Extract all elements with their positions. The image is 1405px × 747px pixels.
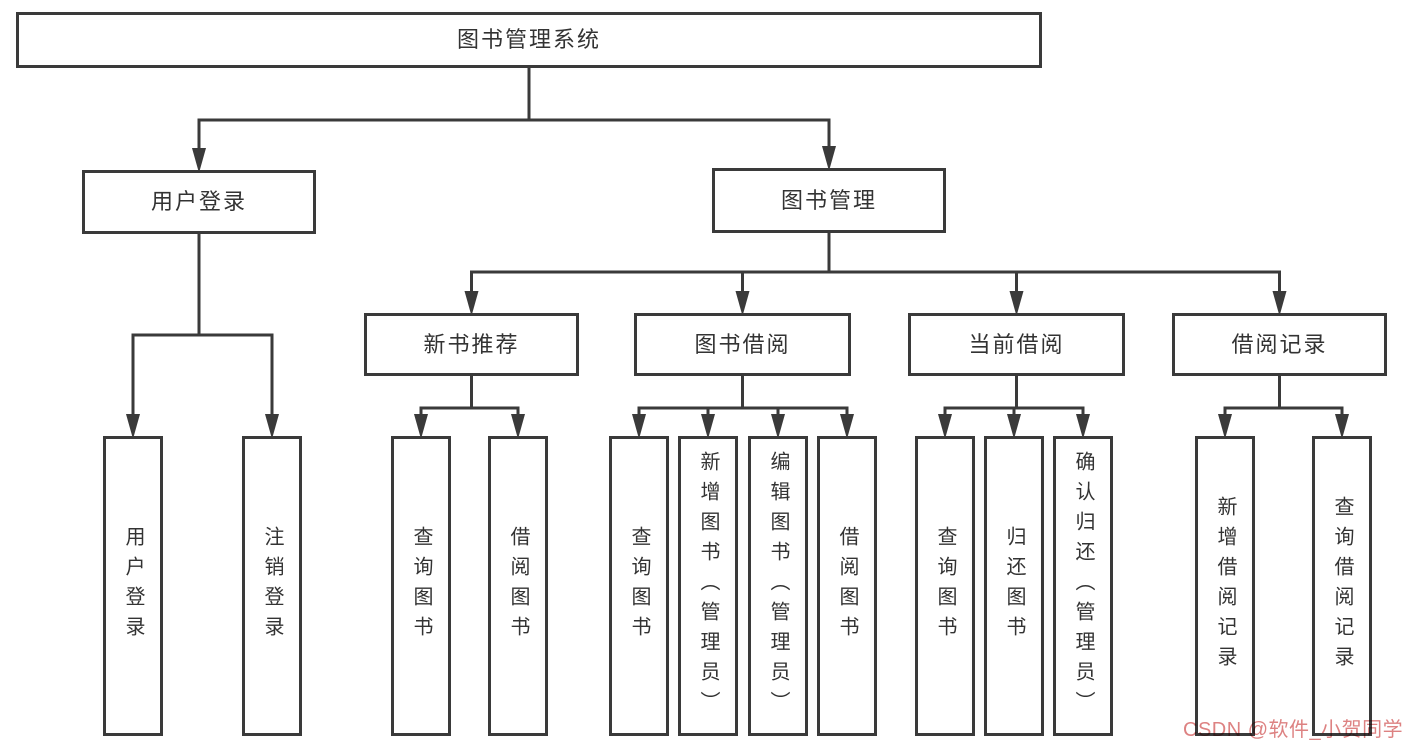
arrowhead xyxy=(771,414,785,439)
arrowhead xyxy=(1009,291,1024,316)
node-leaf-return-book: 归还图书 xyxy=(984,436,1044,736)
arrowhead xyxy=(1007,414,1021,439)
connector-path xyxy=(637,373,849,421)
node-leaf-add-book-admin: 新增图书（管理员） xyxy=(678,436,738,736)
arrowhead xyxy=(126,414,140,439)
arrowhead xyxy=(192,148,206,173)
connector-path xyxy=(470,230,1281,298)
node-book-borrow: 图书借阅 xyxy=(634,313,851,376)
node-leaf-borrow-book-rec: 借阅图书 xyxy=(488,436,548,736)
node-leaf-query-borrow-record: 查询借阅记录 xyxy=(1312,436,1372,736)
arrowhead xyxy=(632,414,646,439)
node-leaf-borrow-book: 借阅图书 xyxy=(817,436,877,736)
node-user-login: 用户登录 xyxy=(82,170,316,234)
arrowhead xyxy=(938,414,952,439)
node-leaf-query-book-current: 查询图书 xyxy=(915,436,975,736)
arrowhead xyxy=(1218,414,1232,439)
arrowhead xyxy=(1272,291,1287,316)
node-leaf-query-book-borrow: 查询图书 xyxy=(609,436,669,736)
connector-path xyxy=(943,373,1085,421)
node-current-borrow: 当前借阅 xyxy=(908,313,1125,376)
arrowhead xyxy=(464,291,479,316)
node-borrow-records: 借阅记录 xyxy=(1172,313,1387,376)
arrowhead xyxy=(1335,414,1349,439)
node-leaf-query-book-rec: 查询图书 xyxy=(391,436,451,736)
arrowhead xyxy=(840,414,854,439)
arrowhead xyxy=(1076,414,1090,439)
arrowhead xyxy=(414,414,428,439)
connector-path xyxy=(419,373,520,421)
arrowhead xyxy=(265,414,279,439)
node-leaf-user-login: 用户登录 xyxy=(103,436,163,736)
arrowhead xyxy=(822,146,836,171)
arrowhead xyxy=(735,291,750,316)
csdn-watermark: CSDN @软件_小贺同学 xyxy=(1183,719,1404,741)
node-new-book-rec: 新书推荐 xyxy=(364,313,579,376)
node-leaf-logout: 注销登录 xyxy=(242,436,302,736)
node-leaf-confirm-return-admin: 确认归还（管理员） xyxy=(1053,436,1113,736)
node-book-mgmt: 图书管理 xyxy=(712,168,946,233)
arrowhead xyxy=(701,414,715,439)
connector-path xyxy=(197,65,831,155)
connector-path xyxy=(1223,373,1344,421)
node-leaf-add-borrow-record: 新增借阅记录 xyxy=(1195,436,1255,736)
arrowhead xyxy=(511,414,525,439)
node-system: 图书管理系统 xyxy=(16,12,1042,68)
node-leaf-edit-book-admin: 编辑图书（管理员） xyxy=(748,436,808,736)
connector-path xyxy=(131,231,274,421)
